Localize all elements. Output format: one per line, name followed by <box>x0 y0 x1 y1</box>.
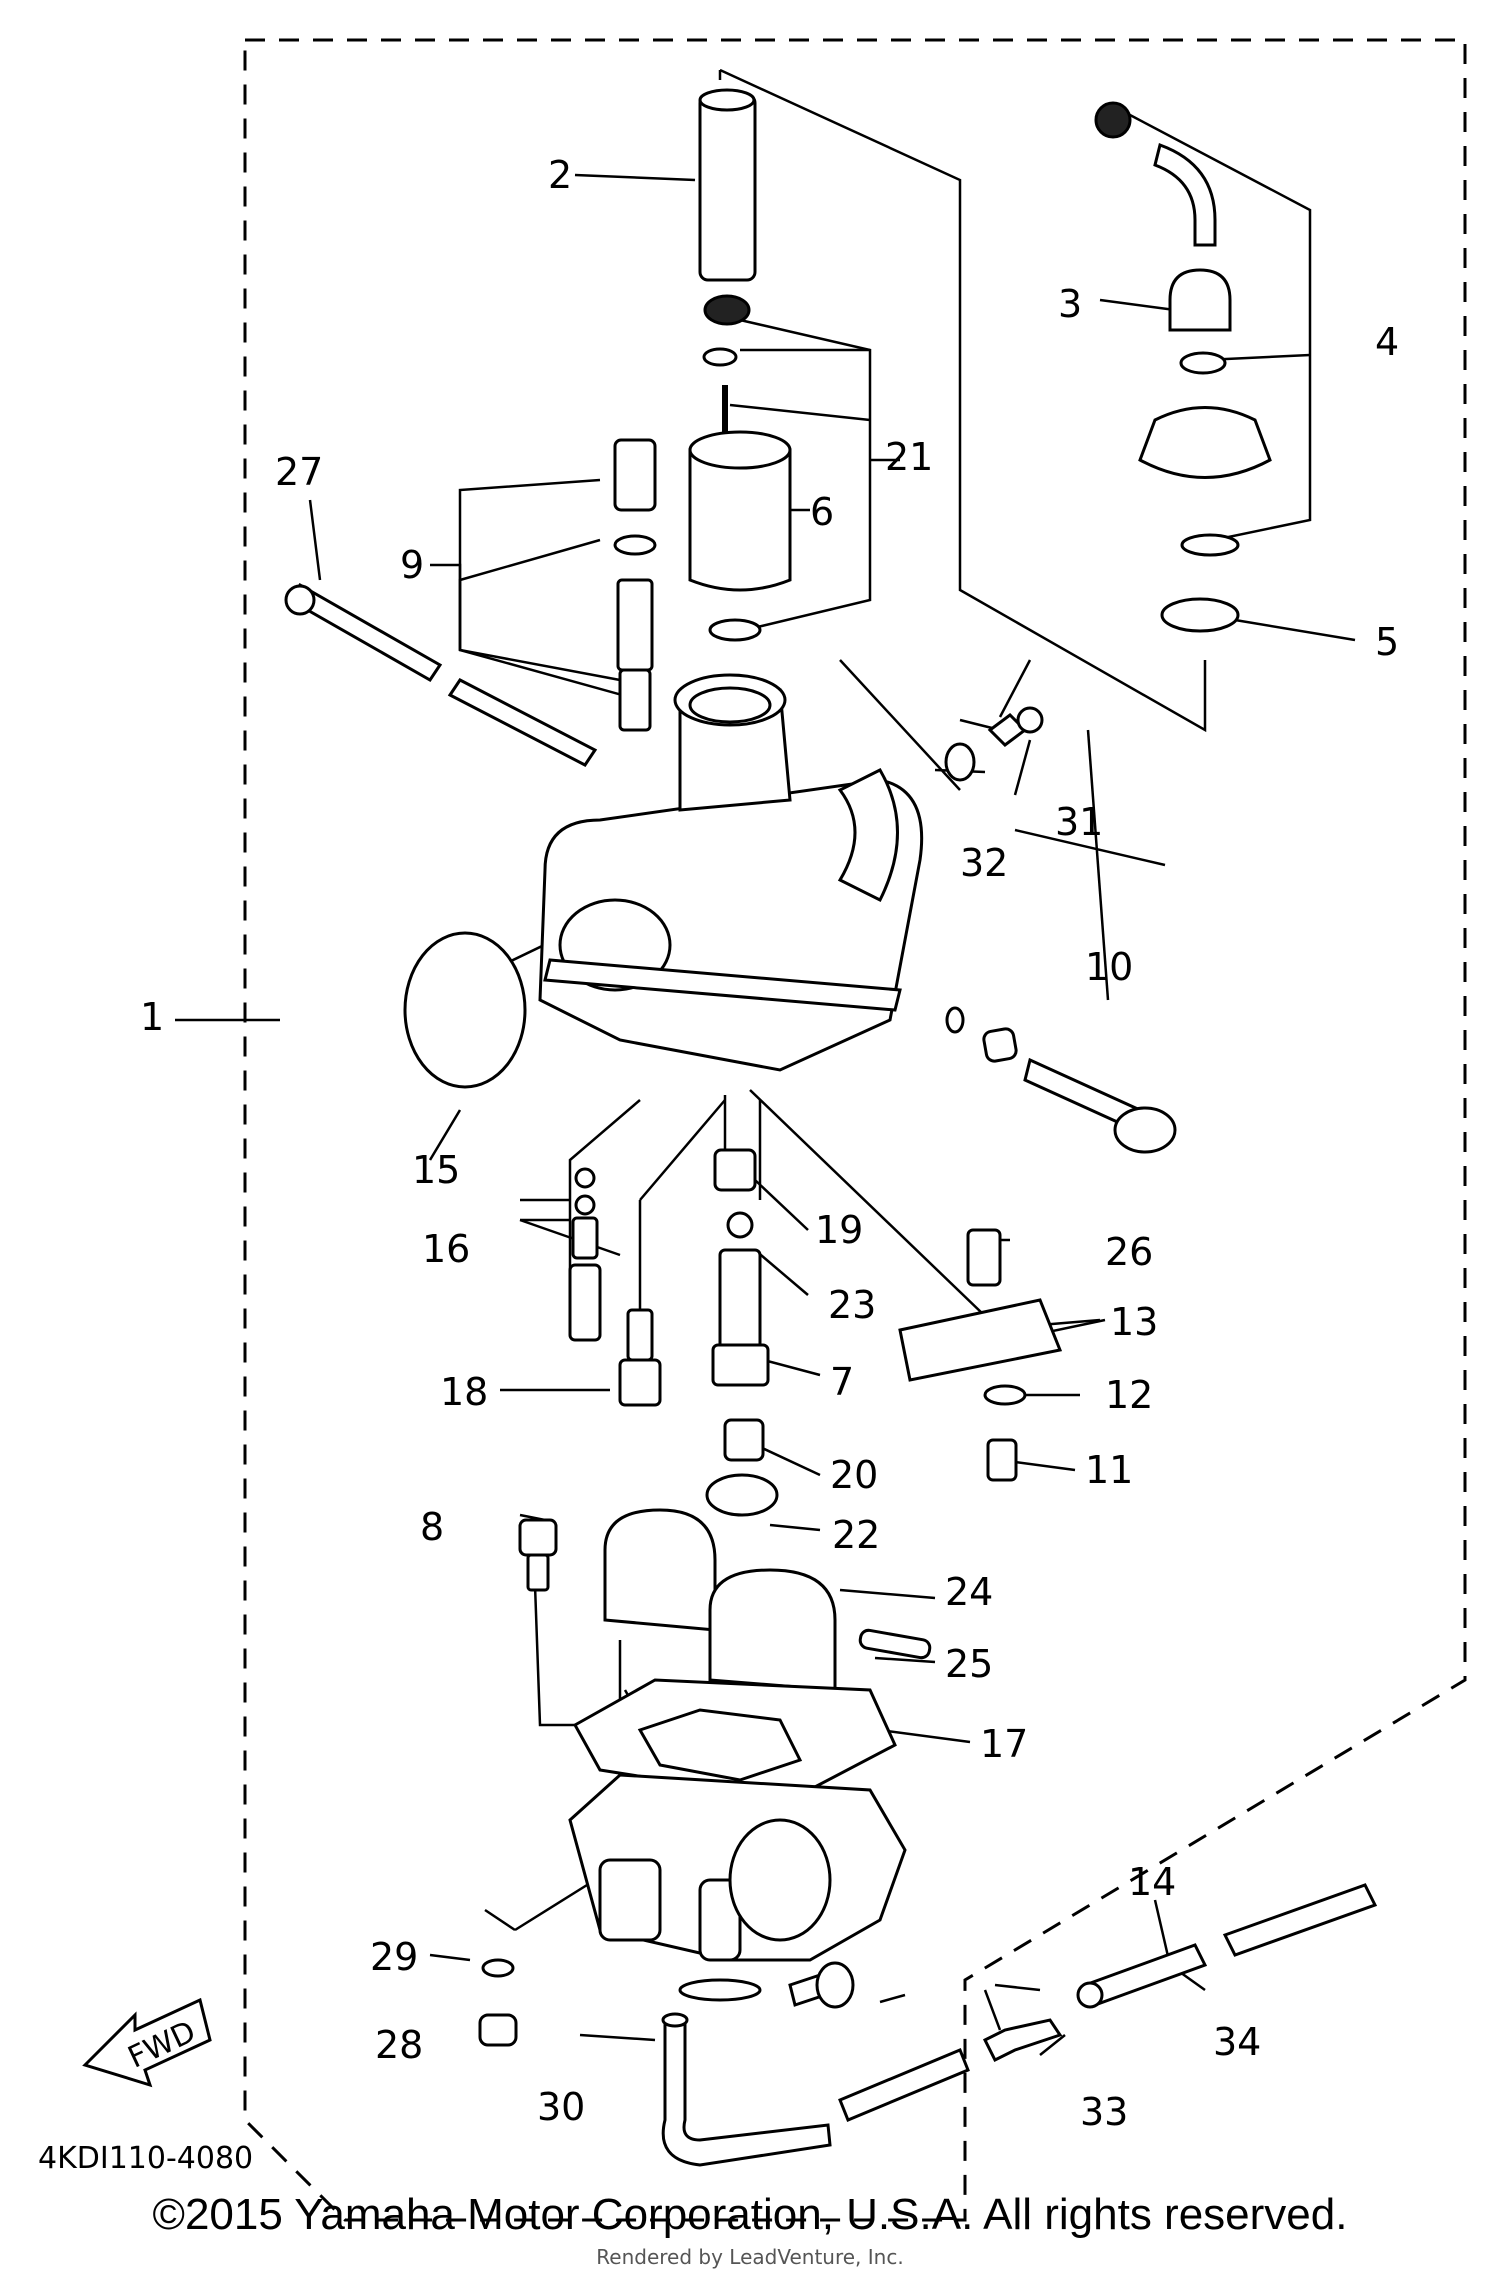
callout-11: 11 <box>1085 1448 1133 1492</box>
callout-6: 6 <box>810 490 834 534</box>
callout-21: 21 <box>885 435 933 479</box>
callout-26: 26 <box>1105 1230 1153 1274</box>
callout-24: 24 <box>945 1570 993 1614</box>
callout-25: 25 <box>945 1642 993 1686</box>
callout-27: 27 <box>275 450 323 494</box>
callout-9: 9 <box>400 543 424 587</box>
callout-32: 32 <box>960 841 1008 885</box>
callout-18: 18 <box>440 1370 488 1414</box>
fwd-arrow-icon <box>82 1997 212 2088</box>
callout-15: 15 <box>412 1148 460 1192</box>
callout-2: 2 <box>548 153 572 197</box>
callout-7: 7 <box>830 1360 854 1404</box>
callout-4: 4 <box>1375 320 1399 364</box>
callout-30: 30 <box>537 2085 585 2129</box>
callout-16: 16 <box>422 1227 470 1271</box>
callout-5: 5 <box>1375 620 1399 664</box>
part-drawings <box>82 88 1378 2167</box>
callout-12: 12 <box>1105 1373 1153 1417</box>
callout-22: 22 <box>832 1513 880 1557</box>
watermark-text: Rendered by LeadVenture, Inc. <box>596 2245 904 2269</box>
callout-31: 31 <box>1055 800 1103 844</box>
callout-20: 20 <box>830 1453 878 1497</box>
callout-33: 33 <box>1080 2090 1128 2134</box>
callout-19: 19 <box>815 1208 863 1252</box>
callout-34: 34 <box>1213 2020 1261 2064</box>
callout-1: 1 <box>140 995 164 1039</box>
callout-8: 8 <box>420 1505 444 1549</box>
callout-23: 23 <box>828 1283 876 1327</box>
drawing-code: 4KDI110-4080 <box>38 2141 253 2176</box>
callout-29: 29 <box>370 1935 418 1979</box>
callout-3: 3 <box>1058 282 1082 326</box>
copyright-notice: ©2015 Yamaha Motor Corporation, U.S.A. A… <box>152 2190 1348 2239</box>
callout-17: 17 <box>980 1722 1028 1766</box>
callout-28: 28 <box>375 2023 423 2067</box>
assembly-boundary <box>243 38 1467 2222</box>
callout-13: 13 <box>1110 1300 1158 1344</box>
callout-10: 10 <box>1085 945 1133 989</box>
callout-14: 14 <box>1128 1860 1176 1904</box>
